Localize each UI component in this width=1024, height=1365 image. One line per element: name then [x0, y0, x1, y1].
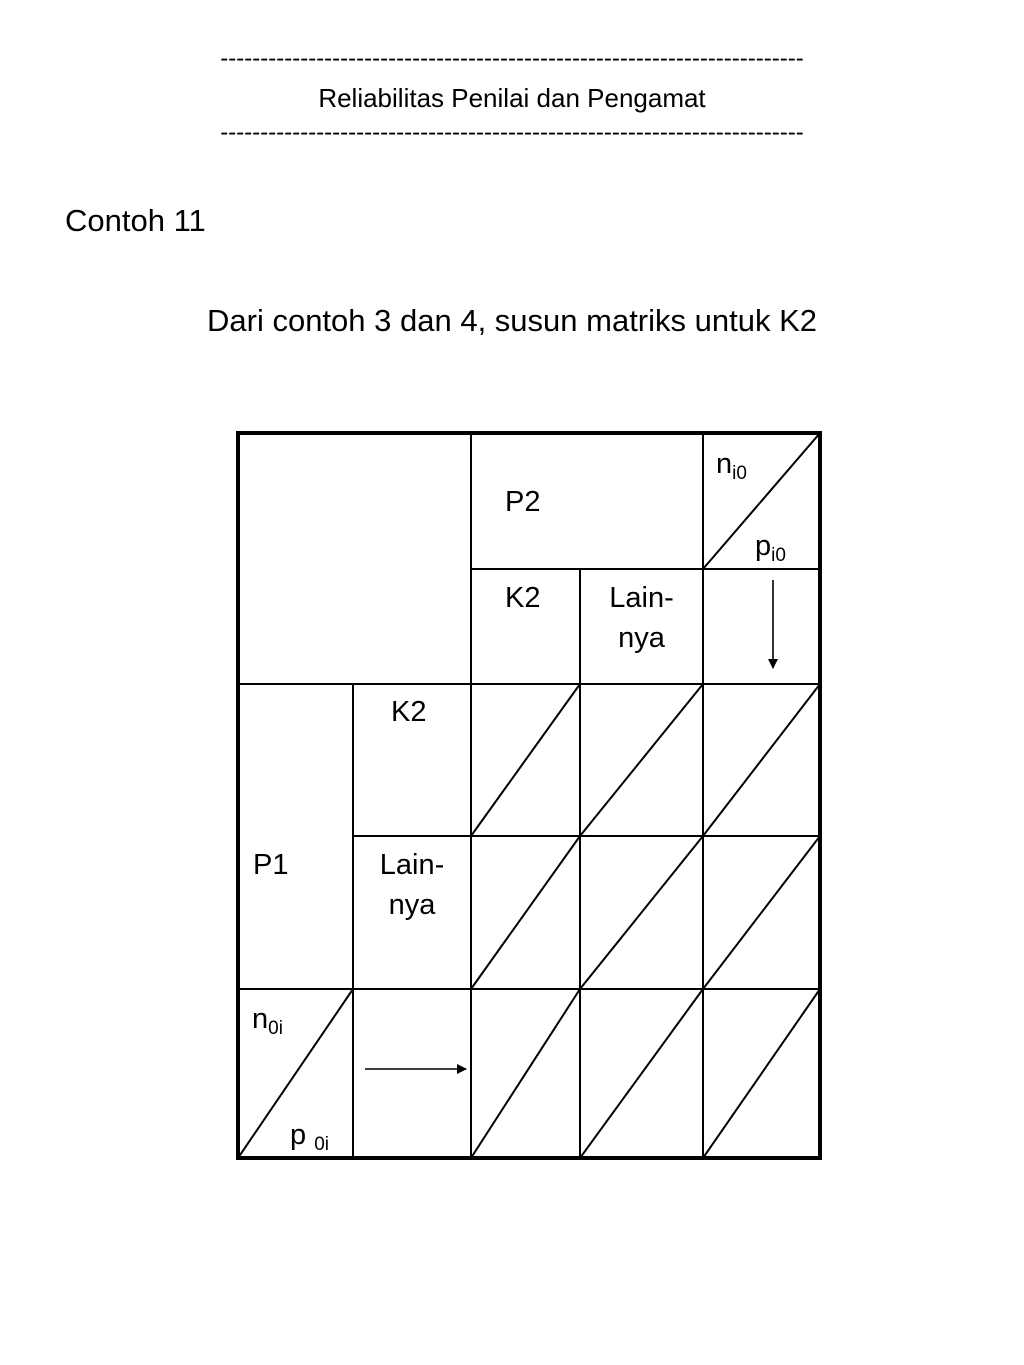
column-other-label: Lain- nya	[580, 578, 703, 658]
cell-diagonal	[702, 835, 821, 990]
row-group-label: P1	[253, 849, 289, 881]
cell-diagonal	[579, 835, 704, 990]
column-other-label-line2: nya	[618, 622, 665, 654]
cell-diagonal	[470, 683, 581, 837]
column-group-label: P2	[505, 486, 541, 518]
row-k2-label: K2	[391, 696, 427, 728]
cell-diagonal	[470, 988, 581, 1159]
row-other-label: Lain- nya	[353, 845, 471, 925]
column-total-n-subscript: 0i	[268, 1018, 283, 1039]
cell-diagonal	[470, 835, 581, 990]
cell-diagonal	[579, 683, 704, 837]
row-total-n-label: ni0	[716, 444, 747, 494]
cell-diagonal	[237, 988, 354, 1159]
column-total-n-symbol: n	[252, 1003, 269, 1035]
row-total-p-label: pi0	[755, 526, 786, 576]
column-k2-label: K2	[505, 582, 541, 614]
column-total-p-label: p 0i	[290, 1115, 329, 1165]
row-other-label-line2: nya	[388, 889, 436, 921]
example-title: Contoh 11	[65, 203, 206, 238]
cell-diagonal	[702, 683, 821, 837]
column-total-p-subscript: 0i	[314, 1134, 329, 1155]
row-other-label-line1: Lain-	[379, 849, 445, 881]
column-total-n-label: n0i	[252, 999, 283, 1049]
row-total-p-symbol: p	[755, 530, 772, 562]
column-total-p-symbol: p	[290, 1119, 315, 1151]
row-total-p-subscript: i0	[771, 545, 786, 566]
header-rule-top: ----------------------------------------…	[220, 45, 804, 72]
page-header-title: Reliabilitas Penilai dan Pengamat	[318, 83, 706, 113]
column-other-label-line1: Lain-	[609, 582, 674, 614]
row-total-n-subscript: i0	[732, 463, 747, 484]
cell-diagonal	[702, 988, 821, 1159]
example-instruction: Dari contoh 3 dan 4, susun matriks untuk…	[207, 303, 817, 338]
cell-diagonal	[579, 988, 704, 1159]
header-rule-bottom: ----------------------------------------…	[220, 119, 804, 146]
matrix-outer-border	[236, 431, 822, 1160]
cell-diagonal	[702, 432, 821, 570]
row-total-n-symbol: n	[716, 448, 733, 480]
